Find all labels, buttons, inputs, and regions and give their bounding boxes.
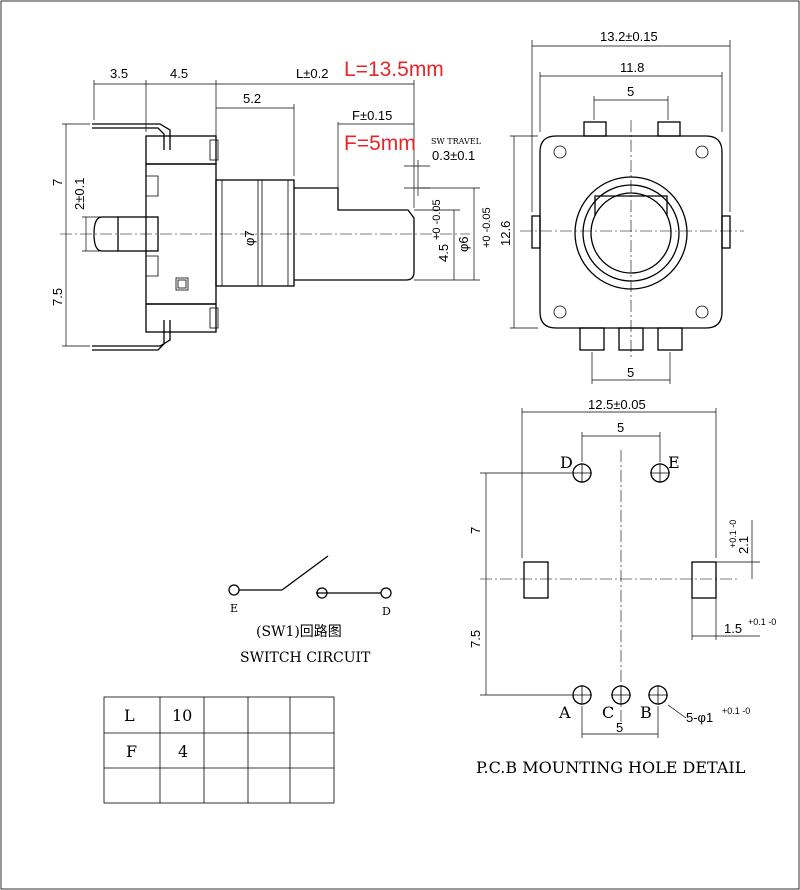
- pcb-dim-7-5: 7.5: [468, 630, 483, 648]
- side-right-dimensions: [414, 187, 480, 281]
- pcb-label-a: A: [558, 703, 571, 722]
- top-pin-left: [583, 121, 607, 137]
- switch-label-e: E: [230, 602, 238, 615]
- front-dim-5-bottom: 5: [627, 365, 634, 380]
- dim-L: L±0.2: [296, 66, 328, 81]
- knob-tip: [93, 216, 118, 252]
- table-cell: 4: [178, 742, 188, 761]
- shaft-flat: [594, 195, 668, 216]
- pcb-dimensions: [480, 408, 760, 738]
- corner-hole-tl: [553, 145, 567, 159]
- table-cell: L: [124, 706, 135, 725]
- pcb-dim-2-1-tol: +0.1 -0: [728, 520, 738, 548]
- switch-circuit: E D (SW1)回路图 SWITCH CIRCUIT: [228, 555, 392, 666]
- bushing: [215, 179, 295, 287]
- corner-hole-bl: [553, 305, 567, 319]
- body-marker-inner: [177, 279, 187, 289]
- shaft-circle: [590, 192, 672, 274]
- dim-F: F±0.15: [352, 108, 392, 123]
- pcb-dim-7: 7: [468, 527, 483, 534]
- front-dimensions: [510, 40, 731, 384]
- bottom-pin-b: [657, 327, 683, 351]
- corner-hole-br: [695, 305, 709, 319]
- pcb-dim-2-1: 2.1: [736, 536, 751, 554]
- knob-shaft-stub: [117, 216, 159, 252]
- front-view: 13.2±0.15 11.8 5 12.6 5: [498, 29, 744, 384]
- dim-7-5: 7.5: [50, 288, 65, 306]
- dim-4-5-tol: +0 -0.05: [431, 199, 443, 240]
- front-body-outline: [539, 135, 723, 329]
- table-cell: F: [126, 742, 137, 761]
- annotation-L: L=13.5mm: [344, 58, 444, 81]
- side-view: 3.5 4.5 L±0.2 L=13.5mm 5.2 F±0.15 F=5mm …: [50, 58, 493, 351]
- top-terminal-lead: [92, 123, 171, 150]
- dim-phi6-tol: +0 -0.05: [481, 207, 493, 248]
- bushing-outer-circle: [574, 176, 688, 290]
- top-tab-notch: [209, 139, 219, 161]
- front-dim-11-8: 11.8: [620, 60, 644, 75]
- switch-title-cn: (SW1)回路图: [256, 624, 342, 640]
- pcb-dim-1-5-tol: +0.1 -0: [748, 617, 776, 627]
- pcb-dim-5-top: 5: [617, 420, 624, 435]
- dim-phi7: φ7: [242, 230, 257, 246]
- body-marker-square: [175, 277, 189, 291]
- switch-lever: [281, 555, 329, 591]
- front-left-tab: [531, 215, 541, 249]
- pcb-label-e: E: [668, 453, 680, 472]
- top-pin-right: [657, 121, 681, 137]
- dim-5-2: 5.2: [243, 91, 261, 106]
- pcb-label-b: B: [640, 703, 652, 722]
- bottom-terminal-lead: [92, 320, 171, 347]
- bottom-mounting-tab: [145, 303, 217, 333]
- body-slots: [146, 175, 159, 277]
- sw-travel-value: 0.3±0.1: [432, 148, 475, 163]
- pcb-label-d: D: [560, 453, 573, 472]
- pcb-detail: 12.5±0.05 5 D E 7 2.1 +0.1 -0 7.5 1.5 +0…: [468, 397, 776, 777]
- shaft: [294, 187, 415, 281]
- front-dim-5-top: 5: [627, 84, 634, 99]
- pcb-hole-crosshairs: [572, 463, 670, 705]
- switch-title-en: SWITCH CIRCUIT: [240, 650, 371, 666]
- pcb-slot-right: [691, 561, 717, 599]
- pcb-dim-12-5: 12.5±0.05: [588, 397, 646, 412]
- dim-2: 2±0.1: [72, 178, 87, 210]
- dim-4-5-dia: 4.5: [436, 244, 451, 262]
- annotation-F: F=5mm: [344, 132, 416, 155]
- pcb-slot-left: [523, 561, 549, 599]
- pcb-title: P.C.B MOUNTING HOLE DETAIL: [476, 758, 746, 777]
- front-dim-width: 13.2±0.15: [600, 29, 658, 44]
- table-frame: [103, 696, 335, 804]
- pcb-dim-holes: 5-φ1: [686, 710, 713, 725]
- front-right-tab: [721, 215, 731, 249]
- pcb-dim-1-5: 1.5: [724, 621, 742, 636]
- pcb-label-c: C: [602, 703, 614, 722]
- switch-terminal-e: [228, 584, 240, 596]
- bottom-pin-a: [579, 327, 605, 351]
- pcb-dim-5-bottom: 5: [616, 720, 623, 735]
- side-top-dimensions: [93, 80, 430, 208]
- bottom-tab-notch: [209, 307, 219, 329]
- pcb-dim-holes-tol: +0.1 -0: [722, 706, 750, 716]
- dim-phi6: φ6: [456, 236, 471, 252]
- side-left-dimensions: [62, 123, 116, 347]
- table-cell: 10: [172, 706, 192, 725]
- bottom-pin-c: [618, 327, 644, 351]
- switch-terminal-d: [380, 587, 392, 599]
- switch-label-d: D: [382, 605, 391, 618]
- front-dim-12-6: 12.6: [498, 221, 513, 246]
- parameter-table: L 10 F 4: [103, 696, 335, 804]
- sw-travel-label: SW TRAVEL: [431, 137, 482, 146]
- top-mounting-tab: [145, 135, 217, 165]
- top-terminal-lead-inner: [92, 127, 165, 150]
- bushing-inner-circle: [582, 184, 680, 282]
- corner-hole-tr: [695, 145, 709, 159]
- dim-7: 7: [50, 179, 65, 186]
- dim-3-5: 3.5: [110, 66, 128, 81]
- dim-4-5: 4.5: [170, 66, 188, 81]
